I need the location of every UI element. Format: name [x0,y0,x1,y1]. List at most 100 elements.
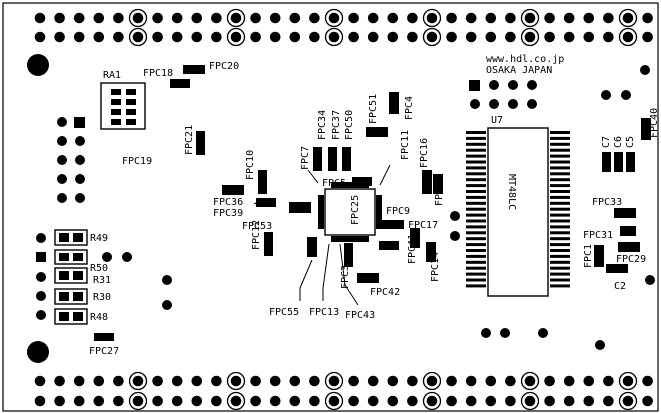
u7-pin [550,237,570,241]
header-pin [113,31,124,43]
header-pin [603,31,614,43]
mounting-hole [27,54,49,76]
fpc36-footprint [222,185,244,195]
fpc14-footprint [426,242,436,262]
header-pin [132,395,144,407]
header-pin [289,395,301,407]
header-pin [583,31,595,43]
fpc16-footprint [422,170,432,194]
header-pin [152,31,163,43]
header-pin [622,31,634,43]
u7-label: U7 [491,115,503,126]
header-pin [524,31,536,43]
u7-part-label: MT48LC [506,174,517,210]
fpc40-label: FPC40 [649,108,660,138]
u7-pin [550,249,570,252]
u7-pin [466,237,486,241]
u7-pin [466,172,486,176]
header-pin-ring [618,391,638,411]
header-pin [211,375,222,387]
fpc1-label: FPC1 [583,244,594,268]
header-pin [563,395,575,407]
header-pin [93,395,105,407]
mounting-hole [27,341,49,363]
header-pin [289,12,301,24]
header-pin [171,31,183,43]
u7-pin [550,207,570,211]
header-pin [211,31,222,43]
r31-label: R31 [93,275,111,286]
header-pin-ring [324,27,344,47]
u7-pin [466,178,486,182]
header-pin-ring [618,27,638,47]
fpc4-label: FPC4 [404,96,415,120]
header-pin [132,31,144,43]
header-pin [269,375,281,387]
fpc36-label: FPC36 [213,197,243,208]
header-pin [387,375,399,387]
fpc3-label: FPC3 [340,265,351,289]
u7-pin [550,148,570,152]
header-pin [73,12,85,24]
c2-footprint [606,264,628,273]
header-pin [230,395,242,407]
header-pin [328,31,340,43]
header-pin [289,31,301,43]
header-pin [34,31,46,43]
header-pin [563,31,575,43]
u7-pin [466,266,486,270]
header-pin [132,375,144,387]
header-pin [505,395,516,407]
right-vias [595,65,655,350]
header-pin [309,395,320,407]
header-pin [367,31,379,43]
u7-pin [550,172,570,176]
header-pin-ring [618,8,638,28]
header-pin-ring [128,391,148,411]
u7-pin [466,154,486,158]
header-pin [54,12,65,24]
header-pin [211,12,222,24]
header-pin [367,395,379,407]
header-pin [622,395,634,407]
header-pin [34,375,46,387]
center-ic [318,182,382,242]
header-pin [211,395,222,407]
header-pin [309,12,320,24]
u7-pin [466,195,486,199]
header-pin [485,12,497,24]
bottom-header-pins [34,371,653,411]
header-pin [250,31,261,43]
header-pin-ring [128,27,148,47]
header-pin [348,395,359,407]
u7-pin [466,131,486,134]
u7-pin [466,272,486,276]
u7-pin [550,201,570,205]
fpc33-label: FPC33 [592,197,622,208]
header-pin [348,31,359,43]
header-pin [603,12,614,24]
header-pin-ring [324,8,344,28]
fpc29-label: FPC29 [616,254,646,265]
header-pin [348,375,359,387]
fpc-left-small-part [307,237,317,257]
fpc10-label: FPC10 [245,150,256,180]
header-pin [446,375,457,387]
u7-pin [466,219,486,223]
header-pin [603,395,614,407]
u7-pin [466,260,486,264]
u7-pin [550,213,570,217]
u7-pin [550,190,570,193]
u7-pin [466,225,486,229]
c5-label: C5 [625,136,636,148]
fpc34-label: FPC34 [317,110,328,140]
header-pin [583,395,595,407]
header-pin [524,12,536,24]
fpc20-label: FPC20 [209,61,239,72]
resistor-array-ra1 [100,82,146,130]
fpc23-label: FPC23 [434,176,445,206]
header-pin [73,31,85,43]
u7-pin [550,260,570,264]
header-pin [367,375,379,387]
header-pin [54,31,65,43]
